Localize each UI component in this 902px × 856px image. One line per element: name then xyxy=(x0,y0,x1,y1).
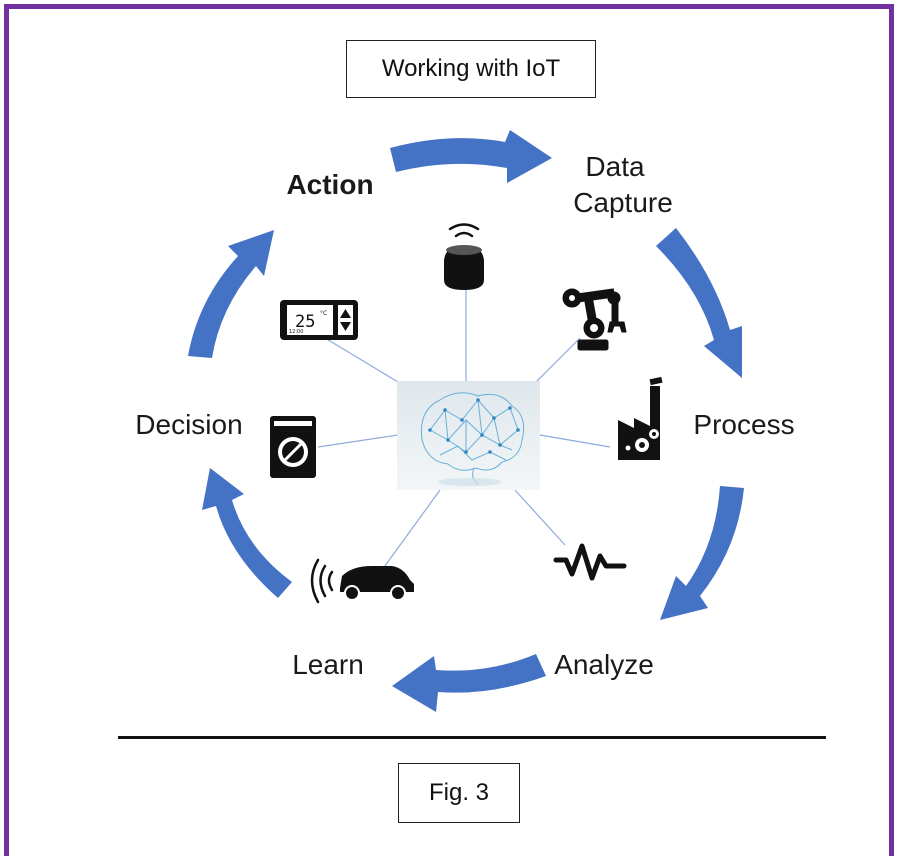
spoke-factory xyxy=(539,434,611,448)
diagram-title-box: Working with IoT xyxy=(346,40,596,98)
step-label-decision: Decision xyxy=(135,409,243,440)
thermostat-icon: 25 °C 12:00 xyxy=(280,300,358,340)
step-label-data-capture-line1: Data xyxy=(585,151,645,182)
spoke-pulse xyxy=(514,489,566,546)
diagram-title: Working with IoT xyxy=(381,55,561,82)
heartbeat-pulse-icon xyxy=(553,543,627,581)
horizontal-divider xyxy=(118,736,826,739)
spoke-robot-arm xyxy=(535,337,581,383)
connected-car-icon xyxy=(310,558,414,604)
brain-network-icon xyxy=(397,381,540,490)
spoke-thermostat xyxy=(319,334,399,383)
thermostat-reading: 25 xyxy=(295,312,315,332)
arrow-action-to-capture xyxy=(390,130,552,183)
figure-caption-box: Fig. 3 xyxy=(398,763,520,823)
page-border xyxy=(4,4,894,856)
figure-caption: Fig. 3 xyxy=(428,779,490,806)
arrow-capture-to-process xyxy=(656,228,742,378)
cycle-arrows xyxy=(188,130,744,712)
step-label-data-capture-line2: Capture xyxy=(573,187,673,218)
thermostat-small-time: 12:00 xyxy=(289,329,303,335)
step-label-action: Action xyxy=(286,169,374,200)
spokes xyxy=(317,290,611,571)
spoke-washer xyxy=(317,434,399,448)
robot-arm-icon xyxy=(562,288,627,351)
spoke-car xyxy=(381,489,441,571)
arrow-analyze-to-learn xyxy=(392,654,546,712)
arrow-process-to-analyze xyxy=(660,486,744,620)
smart-speaker-icon xyxy=(444,223,484,290)
arrow-decision-to-action xyxy=(188,230,274,358)
step-label-learn: Learn xyxy=(292,649,364,680)
step-label-analyze: Analyze xyxy=(554,649,654,680)
arrow-learn-to-decision xyxy=(202,468,292,598)
thermostat-unit: °C xyxy=(320,310,327,317)
factory-gear-icon xyxy=(618,376,663,460)
washing-machine-icon xyxy=(270,416,316,478)
step-label-process: Process xyxy=(693,409,795,440)
